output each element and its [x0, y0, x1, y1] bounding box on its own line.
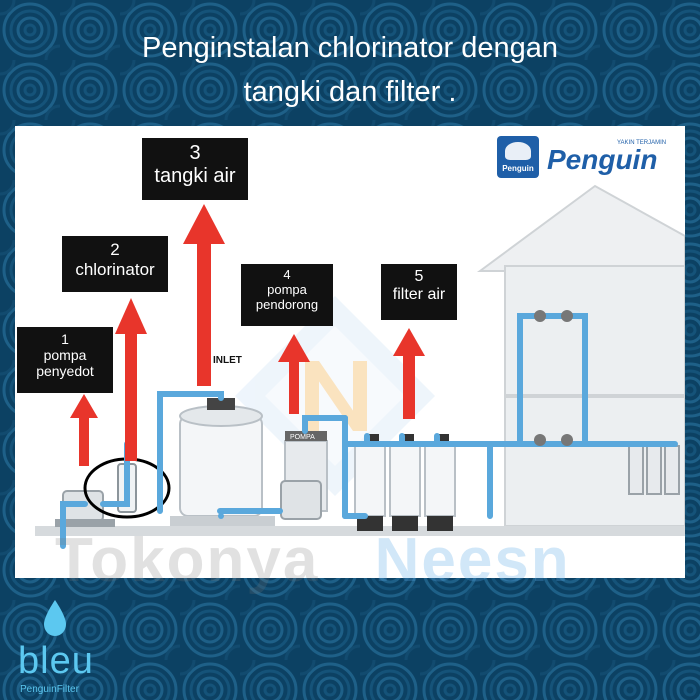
installation-diagram: INLET POMPA — [35, 184, 685, 549]
label-1-number: 1 — [61, 331, 69, 347]
house-filter-icon — [628, 445, 680, 495]
label-2-text: chlorinator — [75, 259, 155, 279]
penguin-logo-icon: Penguin — [497, 136, 539, 178]
water-drop-icon — [44, 600, 66, 636]
brand-tagline: YAKIN TERJAMIN — [617, 140, 667, 146]
label-4-text: pompa pendorong — [255, 281, 319, 312]
water-tank-icon — [170, 398, 275, 526]
label-4-number: 4 — [283, 267, 291, 282]
label-5-filter-air: 5 filter air — [381, 264, 457, 320]
label-3-text: tangki air — [154, 165, 236, 187]
label-5-text: filter air — [392, 286, 446, 304]
label-1-text: pompa penyedot — [36, 347, 94, 380]
arrows — [70, 204, 425, 466]
arrow-2 — [115, 298, 147, 461]
penguin-brand: Penguin YAKIN TERJAMIN Penguin — [497, 136, 675, 184]
penguin-icon-caption: Penguin — [502, 164, 534, 173]
arrow-1 — [70, 394, 98, 466]
brand-name: Penguin — [547, 144, 658, 175]
bleu-logo-sub: PenguinFilter — [20, 684, 79, 695]
arrow-5 — [393, 328, 425, 419]
label-5-number: 5 — [414, 268, 424, 285]
label-2-number: 2 — [110, 240, 120, 259]
title-line-1: Penginstalan chlorinator dengan — [142, 32, 558, 64]
valves — [534, 310, 573, 446]
label-4-pompa-pendorong: 4 pompa pendorong — [241, 264, 333, 326]
watermark-part-2: Neesn — [374, 526, 571, 595]
arrow-4 — [278, 334, 310, 414]
title-line-2: tangki dan filter . — [243, 76, 457, 108]
label-3-number: 3 — [189, 142, 201, 164]
pompa-tag-text: POMPA — [290, 434, 315, 441]
inlet-text: INLET — [213, 355, 242, 366]
watermark-part-1: Tokonya — [55, 526, 320, 595]
filter-set-icon — [354, 434, 456, 531]
label-1-pompa-penyedot: 1 pompa penyedot — [17, 327, 113, 393]
booster-pump-icon — [280, 431, 328, 520]
watermark-text: Tokonya Neesn — [55, 525, 571, 596]
label-3-tangki-air: 3 tangki air — [142, 138, 248, 200]
diagram-panel: INLET POMPA — [15, 126, 685, 578]
bleu-logo-text: bleu — [18, 640, 94, 682]
arrow-3 — [183, 204, 225, 386]
label-2-chlorinator: 2 chlorinator — [62, 236, 168, 292]
